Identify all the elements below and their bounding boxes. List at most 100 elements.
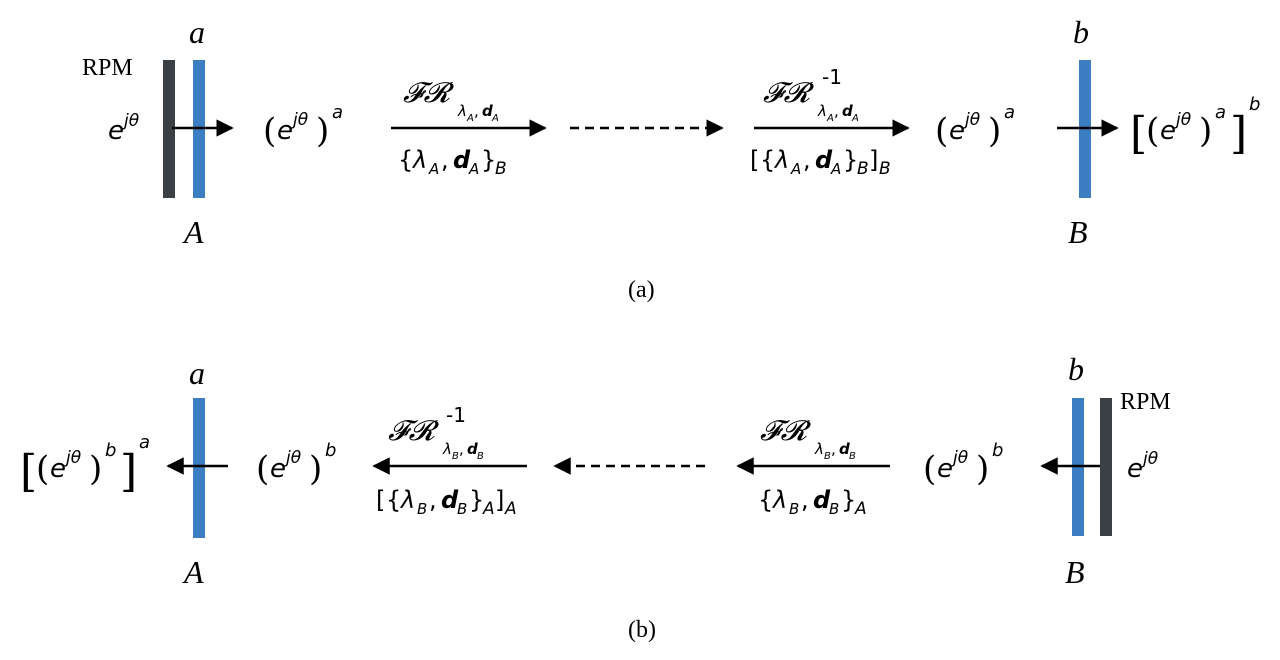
svg-text:d: d: [453, 146, 471, 174]
svg-text:λ: λ: [773, 146, 789, 174]
svg-text:[: [: [20, 446, 37, 497]
svg-text:A: A: [790, 160, 801, 178]
svg-text:B: B: [417, 500, 427, 518]
svg-text:A: A: [854, 499, 867, 519]
svg-text:b: b: [325, 440, 336, 461]
svg-text:): ): [89, 449, 102, 489]
svg-text:(: (: [263, 111, 276, 151]
svg-text:{: {: [758, 486, 773, 514]
svg-text:e: e: [50, 454, 66, 484]
svg-text:B: B: [849, 451, 856, 462]
rpm-plate-a: [163, 60, 175, 198]
svg-text:-1: -1: [822, 65, 842, 89]
svg-text:jθ: jθ: [284, 448, 302, 468]
output-a: [ ( e jθ ) a ] b: [1130, 94, 1260, 159]
svg-text:λ: λ: [442, 440, 452, 458]
mask-b-top-label-b: b: [1068, 351, 1084, 387]
svg-text:,: ,: [831, 440, 836, 458]
svg-text:(: (: [923, 449, 936, 489]
svg-text:): ): [316, 111, 329, 151]
svg-text:A: A: [504, 499, 517, 519]
svg-text:(: (: [256, 449, 269, 489]
svg-text:}: }: [843, 146, 858, 174]
svg-text:e: e: [270, 454, 286, 484]
svg-text:}: }: [469, 486, 484, 514]
state-left-b: ( e jθ ) b: [256, 440, 336, 489]
mask-b-top-label: b: [1073, 14, 1089, 50]
rpm-input-exp-b: jθ: [1141, 449, 1159, 469]
svg-text:b: b: [1249, 94, 1260, 115]
svg-text:jθ: jθ: [64, 448, 82, 468]
svg-text:]: ]: [1230, 108, 1247, 159]
rpm-input-e-b: e: [1127, 454, 1143, 484]
mask-b-bottom-label: B: [1068, 214, 1088, 250]
svg-text:[: [: [750, 146, 759, 174]
svg-text:B: B: [857, 159, 869, 179]
svg-text:e: e: [937, 454, 953, 484]
svg-text:A: A: [491, 113, 499, 124]
svg-text:λ: λ: [817, 102, 827, 120]
state-1-a: ( e jθ ) a: [263, 102, 343, 151]
svg-text:A: A: [826, 113, 834, 124]
svg-text:A: A: [851, 113, 859, 124]
svg-text:jθ: jθ: [1174, 110, 1192, 130]
fr-arrow-a: 𝓕𝓡 λ A , d A { λ A , d A } B: [391, 76, 547, 179]
svg-text:): ): [976, 449, 989, 489]
svg-text:,: ,: [834, 102, 839, 120]
svg-text:jθ: jθ: [951, 448, 969, 468]
svg-text:𝓕𝓡: 𝓕𝓡: [388, 414, 440, 447]
svg-text:a: a: [139, 432, 150, 453]
svg-text:[: [: [376, 486, 385, 514]
svg-text:B: B: [452, 451, 459, 462]
svg-text:λ: λ: [411, 146, 427, 174]
rpm-label-a: RPM: [82, 55, 133, 81]
svg-text:(: (: [935, 111, 948, 151]
state-2-a: ( e jθ ) a: [935, 102, 1015, 151]
svg-text:λ: λ: [457, 102, 467, 120]
svg-text:d: d: [482, 102, 493, 120]
svg-text:e: e: [949, 116, 965, 146]
svg-text:{: {: [398, 146, 413, 174]
output-b: [ ( e jθ ) b ] a: [20, 432, 150, 497]
svg-text:λ: λ: [399, 486, 415, 514]
mask-a-bottom-label-b: A: [182, 554, 204, 590]
svg-text:]: ]: [120, 446, 137, 497]
svg-text:A: A: [466, 113, 474, 124]
svg-text:): ): [988, 111, 1001, 151]
svg-text:d: d: [467, 440, 478, 458]
svg-text:): ): [1199, 111, 1212, 151]
rpm-plate-b: [1100, 398, 1112, 536]
caption-b: (b): [628, 617, 656, 643]
svg-text:A: A: [468, 160, 479, 178]
rpm-input-exp: jθ: [122, 111, 140, 131]
mask-a-top-label-b: a: [189, 355, 205, 391]
svg-text:,: ,: [803, 146, 811, 174]
svg-text:,: ,: [429, 486, 437, 514]
svg-text:λ: λ: [814, 440, 824, 458]
svg-text:,: ,: [459, 440, 464, 458]
svg-text:}: }: [841, 486, 856, 514]
svg-text:,: ,: [441, 146, 449, 174]
svg-text:{: {: [760, 146, 775, 174]
svg-text:e: e: [1160, 116, 1176, 146]
svg-text:d: d: [842, 102, 853, 120]
rpm-input-e: e: [108, 116, 124, 146]
svg-text:b: b: [105, 440, 116, 461]
svg-text:B: B: [457, 500, 467, 518]
svg-text:d: d: [815, 146, 833, 174]
svg-text:a: a: [1004, 102, 1015, 123]
panel-a: RPM a A e jθ ( e jθ ) a 𝓕𝓡 λ A , d A {: [82, 14, 1260, 303]
svg-text:𝓕𝓡: 𝓕𝓡: [760, 414, 812, 447]
ifr-arrow-b: 𝓕𝓡 -1 λ B , d B [ { λ B , d B } A ] A: [372, 403, 527, 519]
svg-text:a: a: [332, 102, 343, 123]
mask-a-top-label: a: [189, 14, 205, 50]
fr-arrow-b: 𝓕𝓡 λ B , d B { λ B , d B } A: [736, 414, 890, 519]
svg-text:A: A: [428, 160, 439, 178]
svg-text:B: B: [789, 500, 799, 518]
svg-text:d: d: [839, 440, 850, 458]
svg-text:𝓕𝓡: 𝓕𝓡: [763, 76, 815, 109]
svg-text:): ): [309, 449, 322, 489]
panel-b: a A [ ( e jθ ) b ] a ( e jθ ) b 𝓕𝓡 -1 λ: [20, 351, 1171, 643]
svg-text:b: b: [992, 440, 1003, 461]
